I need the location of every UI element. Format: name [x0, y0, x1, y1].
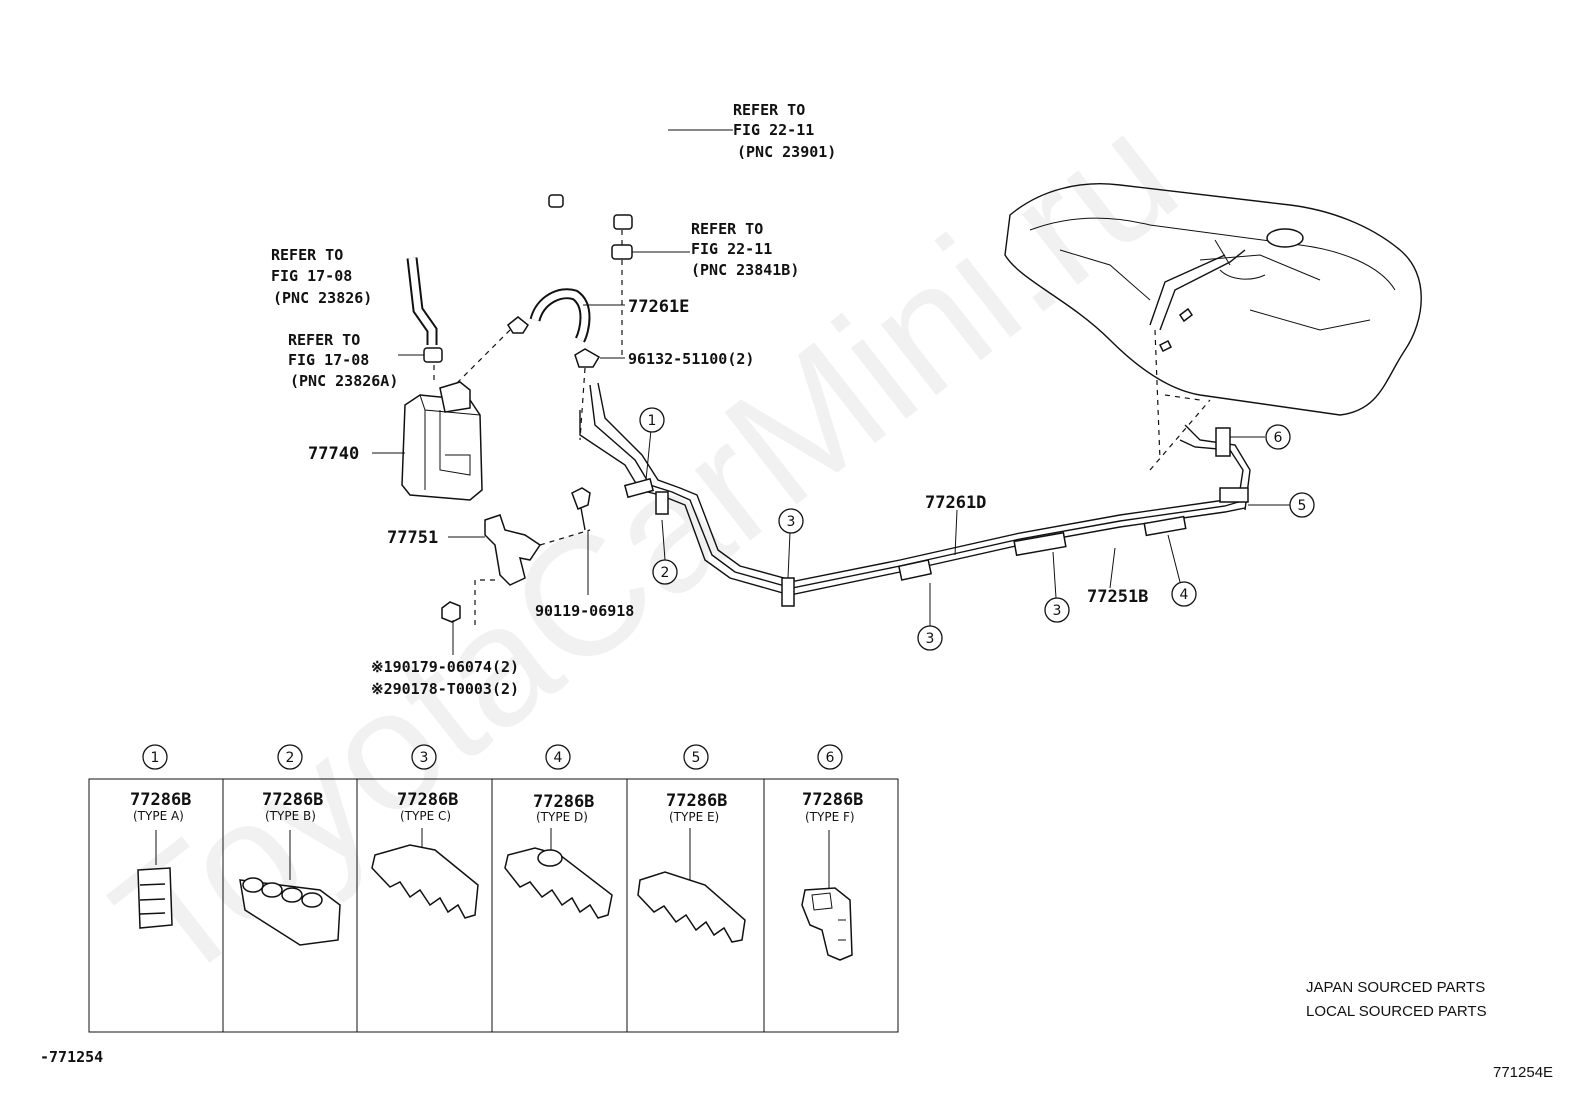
label-96132-51100: 96132-51100(2) [628, 350, 754, 368]
svg-text:(TYPE D): (TYPE D) [536, 810, 588, 824]
svg-text:5: 5 [692, 750, 701, 766]
svg-text:FIG 17-08: FIG 17-08 [271, 267, 352, 285]
legend-local: LOCAL SOURCED PARTS [1306, 1003, 1487, 1020]
svg-text:77286B: 77286B [397, 790, 458, 810]
label-90179-06074: ※190179-06074(2) [371, 658, 519, 676]
bracket-77751 [448, 514, 591, 625]
front-lines [579, 382, 1251, 596]
svg-text:4: 4 [554, 750, 563, 766]
callout-3b: 3 [917, 625, 943, 651]
clip-pnc-23841b [611, 230, 690, 355]
diagram-id-left: -771254 [40, 1048, 103, 1066]
svg-text:3: 3 [420, 750, 429, 766]
vent-hose-top [548, 96, 733, 230]
svg-text:(PNC 23826A): (PNC 23826A) [290, 372, 398, 390]
fuel-tank [1004, 183, 1422, 416]
callout-3c: 3 [1044, 597, 1070, 623]
callout-2: 2 [652, 559, 678, 585]
callout-3a: 3 [778, 508, 804, 534]
callout-leaders [645, 429, 1290, 628]
svg-text:1: 1 [151, 750, 160, 766]
ref-fig-17-08-a: REFER TO FIG 17-08 (PNC 23826) [271, 246, 372, 307]
svg-text:(PNC 23826): (PNC 23826) [273, 289, 372, 307]
label-77251b: 77251B [1087, 587, 1148, 607]
hose-pnc-23826 [398, 257, 443, 380]
label-90119-06918: 90119-06918 [535, 602, 634, 620]
clamp-table [88, 778, 899, 1033]
callout-4: 4 [1171, 581, 1197, 607]
svg-text:6: 6 [1274, 430, 1283, 446]
label-77740: 77740 [308, 444, 359, 464]
svg-text:FIG 22-11: FIG 22-11 [691, 240, 772, 258]
ref-fig-22-11-a: REFER TO FIG 22-11 (PNC 23901) [733, 101, 836, 161]
callout-5: 5 [1289, 492, 1315, 518]
clamp-type-f: 6 77286B (TYPE F) [801, 744, 863, 961]
svg-text:77286B: 77286B [262, 790, 323, 810]
svg-text:FIG 17-08: FIG 17-08 [288, 351, 369, 369]
hose-77261e [507, 288, 625, 343]
clamp-type-a: 1 77286B (TYPE A) [130, 744, 191, 929]
svg-text:77286B: 77286B [130, 790, 191, 810]
svg-text:77286B: 77286B [666, 791, 727, 811]
clamp-type-d: 4 77286B (TYPE D) [504, 744, 613, 919]
svg-text:77286B: 77286B [533, 792, 594, 812]
label-77261e: 77261E [628, 297, 689, 317]
svg-text:5: 5 [1298, 498, 1307, 514]
label-90178-t0003: ※290178-T0003(2) [371, 680, 519, 698]
legend-japan: JAPAN SOURCED PARTS [1306, 979, 1485, 996]
nut-90179 [441, 601, 461, 655]
label-77261d: 77261D [925, 493, 986, 513]
clip-96132-51100 [574, 348, 625, 441]
callout-6: 6 [1265, 424, 1291, 450]
svg-text:(TYPE B): (TYPE B) [265, 809, 316, 823]
svg-text:3: 3 [1053, 603, 1062, 619]
svg-text:3: 3 [926, 631, 935, 647]
svg-text:3: 3 [787, 514, 796, 530]
bolt-90119-06918 [571, 487, 591, 595]
clamp-type-b: 2 77286B (TYPE B) [239, 744, 341, 946]
svg-text:REFER TO: REFER TO [288, 331, 360, 349]
ref-fig-22-11-b: REFER TO FIG 22-11 (PNC 23841B) [691, 220, 799, 279]
svg-text:(TYPE A): (TYPE A) [133, 809, 184, 823]
svg-text:REFER TO: REFER TO [271, 246, 343, 264]
svg-text:4: 4 [1180, 587, 1189, 603]
svg-text:(PNC 23841B): (PNC 23841B) [691, 261, 799, 279]
svg-text:FIG 22-11: FIG 22-11 [733, 121, 814, 139]
diagram-id-right: 771254E [1493, 1064, 1553, 1081]
clamp-type-c: 3 77286B (TYPE C) [371, 744, 479, 919]
svg-text:(TYPE F): (TYPE F) [805, 810, 855, 824]
ref-fig-17-08-b: REFER TO FIG 17-08 (PNC 23826A) [288, 331, 398, 390]
canister-77740 [372, 381, 483, 501]
svg-text:REFER TO: REFER TO [733, 101, 805, 119]
clamp-type-e: 5 77286B (TYPE E) [637, 744, 746, 943]
svg-text:2: 2 [286, 750, 295, 766]
svg-text:2: 2 [661, 565, 670, 581]
label-77751: 77751 [387, 528, 438, 548]
svg-text:(TYPE E): (TYPE E) [669, 810, 719, 824]
svg-text:1: 1 [648, 413, 657, 429]
svg-text:6: 6 [826, 750, 835, 766]
svg-text:(TYPE C): (TYPE C) [400, 809, 451, 823]
svg-text:REFER TO: REFER TO [691, 220, 763, 238]
svg-text:(PNC 23901): (PNC 23901) [737, 143, 836, 161]
line-clamps [623, 427, 1249, 607]
callout-1: 1 [639, 407, 665, 433]
svg-text:77286B: 77286B [802, 790, 863, 810]
